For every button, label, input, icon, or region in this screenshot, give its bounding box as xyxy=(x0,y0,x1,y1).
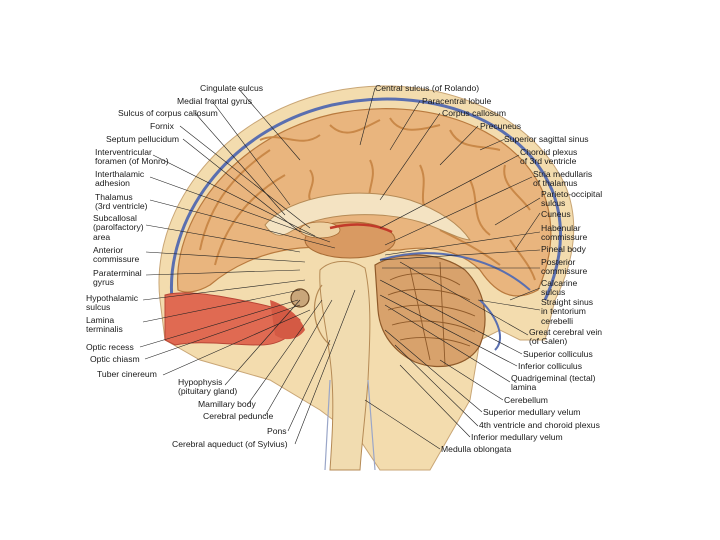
label-pons: Pons xyxy=(267,426,287,436)
label-cingulate-sulcus: Cingulate sulcus xyxy=(200,83,264,93)
occipital-blue xyxy=(479,299,501,351)
sphenoid-red xyxy=(270,300,305,340)
label-precuneus: Precuneus xyxy=(480,121,522,131)
hypophysis-shape xyxy=(290,288,310,308)
label-superior-sagittal-sinus: Superior sagittal sinus xyxy=(504,134,589,144)
label-inferior-medullary-velum: Inferior medullary velum xyxy=(471,432,563,442)
label-thalamus: Thalamus(3rd ventricle) xyxy=(95,192,148,212)
label-medial-frontal-gyrus: Medial frontal gyrus xyxy=(177,96,252,106)
label-superior-medullary-velum: Superior medullary velum xyxy=(483,407,581,417)
label-septum-pellucidum: Septum pellucidum xyxy=(106,134,180,144)
dura-layer xyxy=(169,97,562,301)
label-cerebellum: Cerebellum xyxy=(504,395,548,405)
label-fourth-ventricle: 4th ventricle and choroid plexus xyxy=(479,420,600,430)
gyri-sulci xyxy=(199,117,536,281)
label-subcallosal-area: Subcallosal(parolfactory)area xyxy=(93,213,144,242)
fornix-shape xyxy=(299,221,341,239)
pons-shape xyxy=(313,284,331,346)
label-cuneus: Cuneus xyxy=(541,209,571,219)
label-sulcus-corpus-callosum: Sulcus of corpus callosum xyxy=(118,108,218,118)
label-tuber-cinereum: Tuber cinereum xyxy=(97,369,157,379)
leader-lines xyxy=(139,87,541,450)
label-medulla-oblongata: Medulla oblongata xyxy=(441,444,512,454)
label-cerebral-peduncle: Cerebral peduncle xyxy=(203,411,274,421)
label-optic-chiasm: Optic chiasm xyxy=(90,354,140,364)
corpus-callosum-shape xyxy=(264,192,472,241)
label-mamillary-body: Mamillary body xyxy=(198,399,256,409)
nasal-cavity xyxy=(164,292,301,346)
label-fornix: Fornix xyxy=(150,121,174,131)
label-optic-recess: Optic recess xyxy=(86,342,134,352)
choroid-plexus-shape xyxy=(329,223,393,234)
label-superior-colliculus: Superior colliculus xyxy=(523,349,593,359)
label-corpus-callosum: Corpus callosum xyxy=(442,108,506,118)
spinal-canal xyxy=(324,379,376,471)
label-inferior-colliculus: Inferior colliculus xyxy=(518,361,582,371)
label-paracentral-lobule: Paracentral lobule xyxy=(422,96,492,106)
label-cerebral-aqueduct: Cerebral aqueduct (of Sylvius) xyxy=(172,439,288,449)
cerebellum-folia xyxy=(387,261,476,366)
label-central-sulcus: Central sulcus (of Rolando) xyxy=(375,83,480,93)
brainstem xyxy=(319,261,371,471)
label-hypophysis: Hypophysis(pituitary gland) xyxy=(178,377,238,397)
label-pineal-body: Pineal body xyxy=(541,244,586,254)
label-great-cerebral-vein: Great cerebral vein(of Galen) xyxy=(529,327,603,347)
tentorium xyxy=(379,252,531,291)
label-quadrigeminal-lamina: Quadrigeminal (tectal)lamina xyxy=(511,373,596,393)
